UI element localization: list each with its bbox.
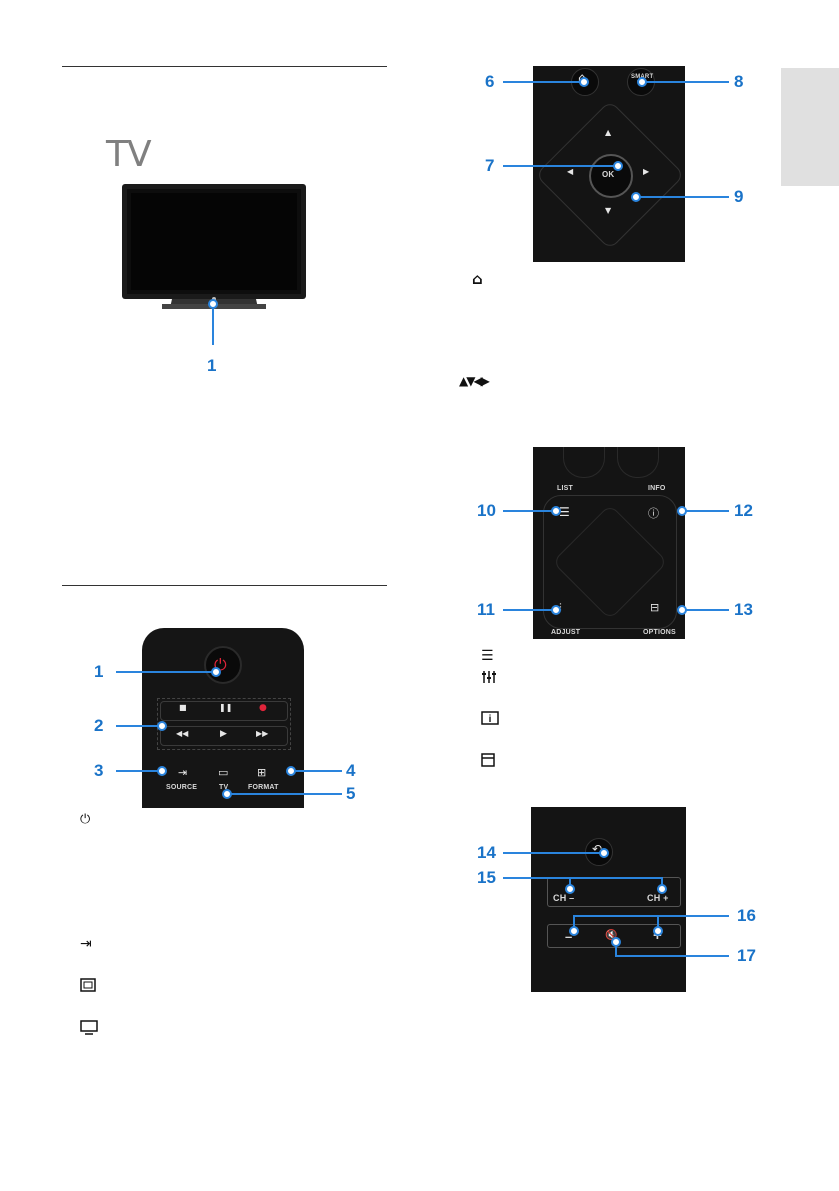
callout-line-r1-4 (290, 770, 342, 772)
callout-dot-r3-13 (677, 605, 687, 615)
callout-line-r2-7 (503, 165, 617, 167)
callout-dot-r3-10 (551, 506, 561, 516)
callout-vline-r4-16a (573, 915, 575, 929)
source-icon: ⇥ (80, 936, 92, 952)
callout-dot-r4-15a (565, 884, 575, 894)
callout-r3-11: 11 (477, 600, 495, 619)
callout-vline-r4-16b (657, 915, 659, 929)
callout-r2-7: 7 (485, 156, 495, 175)
tv-icon (80, 1020, 98, 1035)
callout-dot-r1-2 (157, 721, 167, 731)
callout-line-r4-14 (503, 852, 603, 854)
callout-r4-16: 16 (737, 906, 756, 925)
adjust-label: ADJUST (551, 629, 581, 636)
callout-line-r4-17 (615, 955, 729, 957)
tv-title: TV (106, 134, 152, 175)
power-icon: ⏻ (80, 812, 91, 827)
callout-r3-12: 12 (734, 501, 753, 520)
callout-line-r3-12 (681, 510, 729, 512)
callout-dot-r1-3 (157, 766, 167, 776)
remote-top-image: ⏻ ■ ❚❚ ● ◀◀ ▶ ▶▶ ⇥ ▭ ⊞ SOURCE TV FORMAT (142, 628, 304, 808)
callout-dot-r3-11 (551, 605, 561, 615)
remote-nav-image: ⌂ SMART TV OK ▲ ▼ ◀ ▶ (533, 66, 685, 262)
callout-vline-r4-17 (615, 942, 617, 957)
callout-line-r1-3 (116, 770, 160, 772)
callout-line-r1-2 (116, 725, 160, 727)
callout-dot-r2-8 (637, 77, 647, 87)
callout-1-tv: 1 (207, 356, 217, 375)
callout-r2-6: 6 (485, 72, 495, 91)
callout-line-r2-9 (635, 196, 729, 198)
callout-dot-1 (208, 299, 218, 309)
callout-line-r4-16 (573, 915, 729, 917)
callout-line-r3-10 (503, 510, 555, 512)
callout-line-1 (212, 305, 214, 345)
callout-vline-r4-15a (569, 877, 571, 889)
callout-line-r1-1 (116, 671, 215, 673)
list-label: LIST (557, 485, 573, 492)
callout-dot-r1-5 (222, 789, 232, 799)
callout-r3-13: 13 (734, 600, 753, 619)
callout-r1-1: 1 (94, 662, 104, 681)
callout-r4-14: 14 (477, 843, 496, 862)
ch-plus-label: CH + (647, 893, 669, 903)
callout-r1-2: 2 (94, 716, 104, 735)
callout-line-r1-5 (226, 793, 342, 795)
svg-text:i: i (489, 714, 492, 725)
callout-dot-r4-16b (653, 926, 663, 936)
callout-dot-r4-16a (569, 926, 579, 936)
callout-dot-r1-1 (211, 667, 221, 677)
callout-r3-10: 10 (477, 501, 496, 520)
callout-dot-r3-12 (677, 506, 687, 516)
callout-dot-r1-4 (286, 766, 296, 776)
callout-dot-r2-6 (579, 77, 589, 87)
tv-illustration (122, 184, 306, 309)
callout-dot-r4-14 (599, 848, 609, 858)
callout-dot-r4-15b (657, 884, 667, 894)
info-icon: i (481, 711, 499, 725)
options-icon (481, 753, 495, 767)
section-rule-top (62, 66, 387, 67)
callout-vline-r4-15b (661, 877, 663, 889)
callout-r1-3: 3 (94, 761, 104, 780)
vol-minus-label: – (565, 929, 573, 944)
format-icon (80, 978, 96, 992)
tv-label: TV (219, 784, 229, 791)
remote-volume-image: ↶ CH – CH + – + 🔇 (531, 807, 686, 992)
callout-line-r3-11 (503, 609, 555, 611)
list-icon: ☰ (481, 648, 494, 664)
callout-line-r2-6 (503, 81, 583, 83)
info-label: INFO (648, 485, 666, 492)
callout-dot-r4-17 (611, 937, 621, 947)
ok-label: OK (602, 170, 615, 179)
ch-minus-label: CH – (553, 893, 575, 903)
callout-dot-r2-9 (631, 192, 641, 202)
adjust-icon (482, 671, 496, 683)
callout-line-r2-8 (641, 81, 729, 83)
callout-r4-17: 17 (737, 946, 756, 965)
callout-r1-4: 4 (346, 761, 356, 780)
mute-button: 🔇 (605, 930, 618, 941)
section-rule-remote (62, 585, 387, 586)
callout-r2-8: 8 (734, 72, 744, 91)
side-tab (781, 68, 839, 186)
options-label: OPTIONS (643, 629, 676, 636)
callout-dot-r2-7 (613, 161, 623, 171)
arrows-icon: ▲▼◀▶ (459, 374, 490, 388)
callout-r2-9: 9 (734, 187, 744, 206)
callout-line-r3-13 (681, 609, 729, 611)
source-label: SOURCE (166, 784, 198, 791)
callout-r4-15: 15 (477, 868, 496, 887)
callout-r1-5: 5 (346, 784, 356, 803)
callout-line-r4-15 (503, 877, 663, 879)
home-icon: ⌂ (472, 270, 483, 288)
format-label: FORMAT (248, 784, 279, 791)
